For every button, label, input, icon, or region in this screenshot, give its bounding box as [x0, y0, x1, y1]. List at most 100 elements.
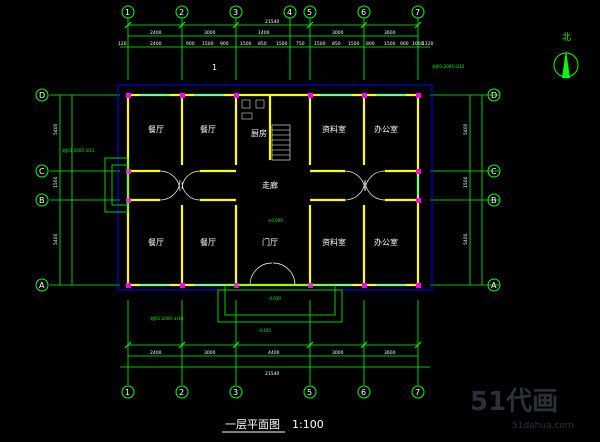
door-arcs [159, 170, 386, 286]
axis-label-7: 7 [415, 8, 420, 17]
dimension-text-side: 5400 1500 5400 5400 1500 5400 [53, 123, 469, 245]
dim-bottom-4: 3600 [384, 350, 396, 356]
axis-label-2-bottom: 2 [179, 388, 184, 397]
axis-label-A: A [39, 281, 45, 290]
dim-total-bottom: 21540 [265, 371, 279, 377]
dim-top-sub-2: 900 [186, 41, 195, 47]
axis-label-2: 2 [179, 8, 184, 17]
room-label-r3: 厨房 [251, 128, 267, 138]
stair [271, 124, 291, 161]
dim-bottom-1: 3000 [204, 350, 216, 356]
axis-label-6: 6 [361, 8, 366, 17]
watermark-url: 51dahua.com [512, 421, 574, 431]
ref-bottom: 苏J01-2005-③/16 [150, 315, 184, 321]
scale-text: 1:100 [292, 418, 324, 431]
walls [126, 93, 420, 287]
room-label-r5: 办公室 [374, 124, 398, 134]
axis-label-7-bottom: 7 [415, 388, 420, 397]
dim-left-1: 1500 [53, 176, 59, 188]
dim-top-1: 3000 [204, 30, 216, 36]
axis-label-3-bottom: 3 [233, 388, 238, 397]
columns [126, 93, 421, 288]
north-arrow-icon [562, 50, 570, 78]
level-bottom: -0.450 [258, 328, 271, 333]
dim-top-sub-11: 1500 [348, 41, 360, 47]
axis-label-6-bottom: 6 [361, 388, 366, 397]
room-label-r7: 餐厅 [200, 238, 216, 247]
dim-bottom-3: 3000 [332, 350, 344, 356]
north-label: 北 [562, 32, 571, 43]
axis-label-A-right: A [491, 281, 497, 290]
windows [140, 94, 419, 286]
dimension-lines [50, 18, 500, 385]
axis-label-5-bottom: 5 [307, 388, 312, 397]
dim-top-sub-1: 2400 [150, 41, 162, 47]
room-labels: 餐厅 餐厅 厨房 资料室 办公室 餐厅 餐厅 门厅 资料室 办公室 走廊 [148, 124, 398, 247]
annotations: 苏J01-2005-3/12 苏J01-2005-3/11 苏J01-2005-… [62, 63, 465, 333]
dim-top-sub-6: 850 [258, 41, 267, 47]
grid-mark: 1 [212, 63, 217, 72]
dim-top-sub-13: 1500 [384, 41, 396, 47]
room-label-r8: 门厅 [262, 237, 278, 247]
dim-bottom-2: 4400 [268, 350, 280, 356]
watermark-logo: 51代画 [470, 387, 558, 417]
axis-label-B-right: B [491, 196, 497, 205]
dim-top-sub-5: 1500 [240, 41, 252, 47]
room-label-r9: 资料室 [322, 237, 346, 247]
room-label-r4: 资料室 [322, 124, 346, 134]
axis-bubbles-top: 1 2 3 4 5 6 7 [121, 5, 425, 19]
dim-top-4: 3600 [384, 30, 396, 36]
porch [104, 157, 343, 323]
room-label-r2: 餐厅 [200, 125, 216, 134]
axis-label-4: 4 [287, 8, 292, 17]
dim-bottom-0: 2400 [150, 350, 162, 356]
room-label-r6: 餐厅 [148, 238, 164, 247]
dim-right-0: 5400 [463, 123, 469, 135]
dim-top-0: 2400 [150, 30, 162, 36]
axis-label-5: 5 [307, 8, 312, 17]
level-door: -0.030 [268, 296, 281, 301]
dim-left-0: 5400 [53, 123, 59, 135]
axis-label-1-bottom: 1 [125, 388, 130, 397]
axis-label-D-right: D [491, 91, 497, 100]
dim-top-sub-3: 1500 [202, 41, 214, 47]
dim-top-sub-4: 900 [220, 41, 229, 47]
level-hall: ±0.000 [268, 218, 283, 223]
dim-top-sub-14: 900 [400, 41, 409, 47]
ref-top-right: 苏J01-2005-3/12 [432, 63, 465, 69]
dim-right-1: 1500 [463, 176, 469, 188]
dimension-text-bottom: 2400 3000 4400 3000 3600 21540 [150, 350, 396, 377]
axis-bubbles-side: D C B A D C B A [35, 88, 501, 292]
room-label-r10: 办公室 [374, 237, 398, 247]
dim-top-sub-15: 1000 [412, 41, 424, 47]
dim-top-sub-0: 120 [118, 41, 127, 47]
axis-label-B: B [39, 196, 45, 205]
axis-label-C-right: C [491, 167, 497, 176]
title-text: 一层平面图 [225, 418, 280, 431]
toilet-fixtures [241, 99, 265, 120]
dimension-text-top: 21540 2400 3000 1400 3000 3600 120 2400 … [118, 19, 434, 47]
axis-label-C: C [39, 167, 45, 176]
dim-top-2: 1400 [258, 30, 270, 36]
ref-left: 苏J01-2005-3/11 [62, 147, 95, 153]
room-label-r1: 餐厅 [148, 125, 164, 134]
north-arrow: 北 [553, 32, 579, 78]
dim-top-sub-10: 850 [332, 41, 341, 47]
dimension-ticks [124, 21, 422, 349]
dim-top-3: 3000 [332, 30, 344, 36]
drawing-title: 一层平面图 1:100 [222, 418, 324, 433]
watermark: 51代画 51dahua.com [470, 387, 574, 431]
dim-top-sub-7: 1500 [276, 41, 288, 47]
dim-left-2: 5400 [53, 233, 59, 245]
room-label-r11: 走廊 [262, 180, 278, 190]
axis-label-1: 1 [125, 8, 130, 17]
axis-label-D: D [39, 91, 45, 100]
dim-top-sub-12: 800 [366, 41, 375, 47]
dim-top-sub-8: 750 [296, 41, 305, 47]
dim-right-2: 5400 [463, 233, 469, 245]
dim-top-sub-9: 1500 [314, 41, 326, 47]
axis-label-3: 3 [233, 8, 238, 17]
dim-total-top: 21540 [265, 19, 279, 25]
dim-top-sub-16: 1120 [422, 41, 434, 47]
